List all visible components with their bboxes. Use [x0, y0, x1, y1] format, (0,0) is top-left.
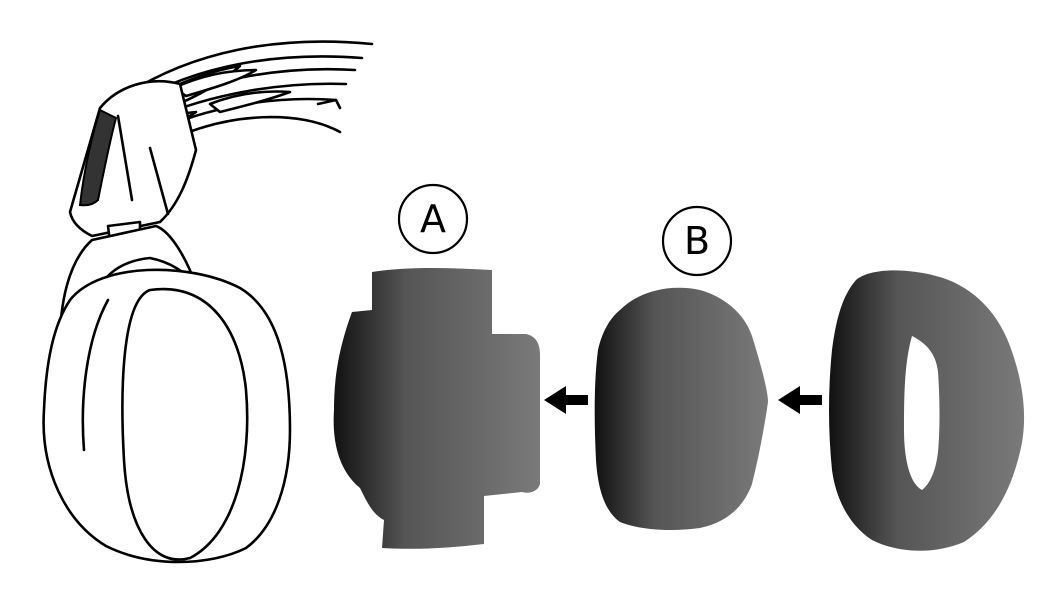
arrow-left-icon — [778, 386, 822, 414]
arrow-left-icon — [544, 386, 588, 414]
foam-ring — [829, 270, 1025, 551]
label-a-text: A — [420, 197, 446, 241]
label-b-text: B — [684, 219, 710, 263]
label-b-badge: B — [661, 205, 733, 277]
headphone-illustration — [42, 40, 374, 564]
ear-cup — [42, 268, 292, 564]
foam-piece-b — [594, 287, 768, 530]
headband-accent — [78, 108, 118, 207]
label-a-badge: A — [397, 183, 469, 255]
headband-slider — [68, 80, 198, 244]
foam-piece-a — [333, 268, 540, 549]
